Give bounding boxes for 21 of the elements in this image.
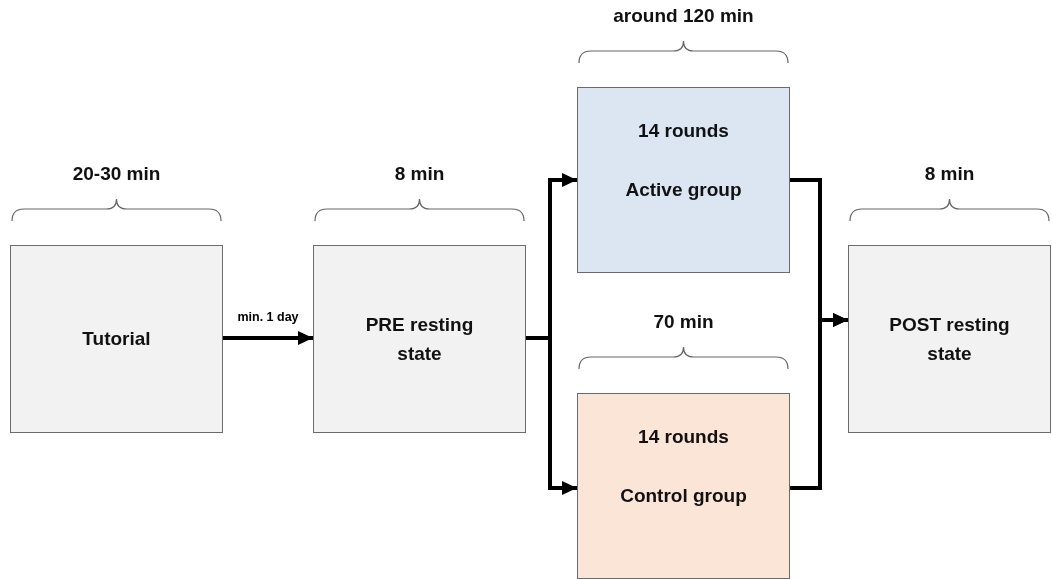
arrow	[223, 331, 313, 345]
duration-label: around 120 min	[613, 5, 754, 27]
duration-label: 20-30 min	[72, 163, 161, 185]
box-label: Control group	[620, 484, 747, 509]
round-count: 14 rounds	[638, 119, 729, 143]
duration-label: 70 min	[653, 311, 714, 333]
duration-label: 8 min	[394, 163, 445, 185]
process-box	[577, 87, 790, 273]
process-box	[10, 245, 223, 433]
process-box	[848, 245, 1051, 433]
round-count: 14 rounds	[638, 425, 729, 449]
box-label: Active group	[625, 178, 742, 203]
arrow	[790, 313, 848, 490]
box-label: POST resting state	[888, 312, 1011, 366]
process-box	[313, 245, 526, 433]
duration-label: 8 min	[924, 163, 975, 185]
box-label: PRE resting state	[364, 312, 475, 366]
process-box	[577, 393, 790, 579]
box-label: Tutorial	[82, 327, 151, 352]
edge-label: min. 1 day	[236, 310, 300, 324]
arrow	[526, 336, 577, 495]
